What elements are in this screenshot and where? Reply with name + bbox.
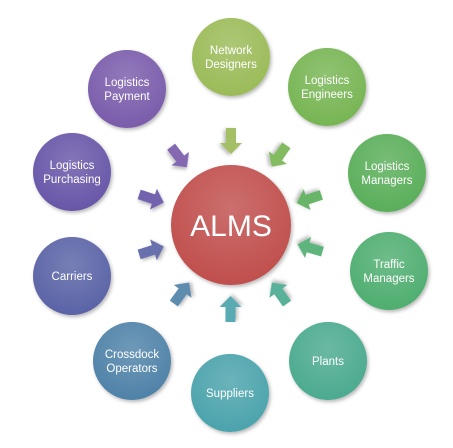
node-label-traffic-managers: Managers (363, 273, 414, 285)
arrow-crossdock-operators (169, 282, 192, 307)
node-label-logistics-managers: Logistics (365, 161, 410, 173)
node-gloss-suppliers (191, 354, 269, 432)
center-node: ALMS (171, 165, 291, 285)
arrows-layer (137, 128, 324, 323)
arrow-plants (269, 282, 292, 307)
arrow-logistics-payment (167, 143, 189, 168)
arrow-logistics-engineers (268, 142, 291, 167)
node-label-network-designers: Network (210, 45, 252, 57)
node-plants: Plants (289, 322, 367, 400)
node-label-crossdock-operators: Operators (106, 363, 157, 375)
node-gloss-traffic-managers (350, 232, 428, 310)
node-label-logistics-purchasing: Logistics (50, 160, 95, 172)
node-gloss-logistics-engineers (288, 48, 366, 126)
node-gloss-network-designers (192, 18, 270, 96)
arrow-logistics-managers (296, 189, 323, 211)
arrow-logistics-purchasing (137, 188, 164, 210)
node-label-crossdock-operators: Crossdock (105, 349, 160, 361)
arrow-traffic-managers (297, 236, 324, 259)
node-gloss-carriers (33, 237, 111, 315)
node-carriers: Carriers (33, 237, 111, 315)
node-gloss-logistics-payment (88, 50, 166, 128)
node-label-logistics-payment: Payment (104, 91, 150, 103)
node-label-network-designers: Designers (205, 59, 257, 71)
arrow-suppliers (219, 296, 242, 323)
arrow-network-designers (220, 128, 242, 154)
node-label-logistics-engineers: Logistics (305, 75, 350, 87)
node-gloss-plants (289, 322, 367, 400)
node-gloss-crossdock-operators (93, 322, 171, 400)
node-label-logistics-managers: Managers (361, 175, 412, 187)
node-gloss-logistics-purchasing (33, 133, 111, 211)
node-label-suppliers: Suppliers (206, 388, 254, 400)
node-label-traffic-managers: Traffic (373, 259, 405, 271)
node-gloss-logistics-managers (348, 134, 426, 212)
center-gloss (171, 165, 291, 285)
node-label-logistics-purchasing: Purchasing (43, 174, 101, 186)
node-label-carriers: Carriers (52, 271, 93, 283)
node-label-logistics-payment: Logistics (105, 77, 150, 89)
node-label-logistics-engineers: Engineers (301, 89, 353, 101)
node-label-plants: Plants (312, 356, 344, 368)
arrow-carriers (137, 239, 164, 261)
node-suppliers: Suppliers (191, 354, 269, 432)
center-label: ALMS (190, 210, 272, 243)
nodes-layer: NetworkDesignersLogisticsEngineersLogist… (33, 18, 428, 432)
